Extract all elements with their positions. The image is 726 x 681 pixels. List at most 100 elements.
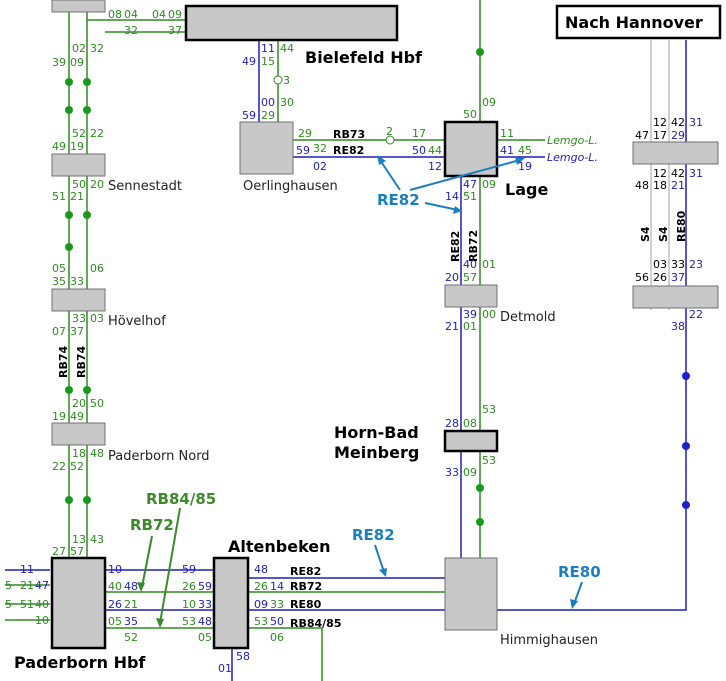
svg-text:33: 33 [671, 258, 685, 271]
svg-text:09: 09 [482, 96, 496, 109]
green-dots [65, 48, 484, 526]
hoevelhof-box[interactable] [51, 288, 106, 312]
svg-text:21: 21 [70, 190, 84, 203]
svg-text:09: 09 [254, 598, 268, 611]
svg-text:35: 35 [52, 275, 66, 288]
s4-label-2: S4 [657, 226, 670, 242]
svg-text:11: 11 [20, 563, 34, 576]
svg-text:5: 5 [5, 598, 12, 611]
svg-text:02: 02 [313, 160, 327, 173]
svg-text:04: 04 [124, 8, 138, 21]
svg-text:47: 47 [35, 579, 49, 592]
svg-text:22: 22 [52, 460, 66, 473]
svg-text:48: 48 [198, 615, 212, 628]
annotation-rb84-85: RB84/85 [146, 490, 216, 508]
svg-text:53: 53 [182, 615, 196, 628]
svg-text:01: 01 [218, 662, 232, 675]
svg-text:58: 58 [236, 650, 250, 663]
detmold-box[interactable] [444, 284, 498, 308]
nach-hannover-label: Nach Hannover [565, 13, 703, 32]
svg-text:39: 39 [52, 56, 66, 69]
rb84-line [105, 627, 323, 681]
svg-text:53: 53 [254, 615, 268, 628]
svg-text:19: 19 [52, 410, 66, 423]
svg-text:12: 12 [653, 167, 667, 180]
svg-text:48: 48 [90, 447, 104, 460]
svg-text:18: 18 [72, 447, 86, 460]
re82-label-top: RE82 [333, 144, 364, 157]
svg-text:17: 17 [412, 127, 426, 140]
svg-text:26: 26 [653, 271, 667, 284]
svg-text:45: 45 [518, 144, 532, 157]
svg-text:22: 22 [90, 127, 104, 140]
svg-text:53: 53 [482, 403, 496, 416]
svg-text:31: 31 [689, 167, 703, 180]
sennestadt-box[interactable] [51, 153, 106, 177]
himmighausen-box[interactable] [444, 557, 498, 631]
hannover-box-2[interactable] [632, 285, 719, 309]
lage-label: Lage [505, 180, 548, 199]
svg-text:14: 14 [445, 190, 459, 203]
svg-text:29: 29 [298, 127, 312, 140]
svg-text:13: 13 [72, 533, 86, 546]
svg-text:5: 5 [5, 579, 12, 592]
oerlinghausen-box[interactable] [239, 121, 294, 175]
svg-text:28: 28 [445, 417, 459, 430]
lage-box[interactable] [443, 120, 499, 178]
hannover-box-1[interactable] [632, 141, 719, 165]
svg-text:21: 21 [124, 598, 138, 611]
svg-text:10: 10 [35, 614, 49, 627]
svg-text:43: 43 [90, 533, 104, 546]
svg-text:33: 33 [445, 466, 459, 479]
re80-vertical-label: RE80 [675, 210, 688, 242]
svg-text:37: 37 [70, 325, 84, 338]
rb72-vertical-label: RB72 [467, 230, 480, 262]
bielefeld-box[interactable] [184, 4, 399, 42]
svg-text:33: 33 [198, 598, 212, 611]
nach-hannover-box[interactable] [555, 4, 722, 40]
oerlinghausen-label: Oerlinghausen [243, 179, 338, 194]
svg-text:26: 26 [182, 580, 196, 593]
svg-text:2: 2 [386, 125, 393, 138]
rb84-label-bottom: RB84/85 [290, 617, 342, 630]
svg-text:32: 32 [90, 42, 104, 55]
top-left-box[interactable] [51, 0, 106, 13]
svg-text:50: 50 [72, 178, 86, 191]
svg-text:42: 42 [671, 116, 685, 129]
svg-text:27: 27 [52, 545, 66, 558]
annotation-re82-bottom: RE82 [352, 526, 395, 544]
altenbeken-label: Altenbeken [228, 537, 331, 556]
paderborn-nord-box[interactable] [51, 422, 106, 446]
svg-text:44: 44 [428, 144, 442, 157]
svg-text:48: 48 [254, 563, 268, 576]
re82-vertical-label: RE82 [449, 231, 462, 262]
annotation-rb72: RB72 [130, 516, 174, 534]
svg-text:33: 33 [72, 312, 86, 325]
svg-text:40: 40 [35, 598, 49, 611]
svg-text:49: 49 [242, 55, 256, 68]
svg-text:33: 33 [70, 275, 84, 288]
svg-text:40: 40 [463, 258, 477, 271]
svg-text:57: 57 [70, 545, 84, 558]
svg-text:18: 18 [653, 179, 667, 192]
svg-text:12: 12 [428, 160, 442, 173]
altenbeken-box[interactable] [212, 556, 250, 650]
svg-text:32: 32 [313, 142, 327, 155]
svg-text:37: 37 [168, 24, 182, 37]
svg-text:52: 52 [124, 631, 138, 644]
svg-text:42: 42 [671, 167, 685, 180]
svg-text:47: 47 [635, 129, 649, 142]
svg-text:50: 50 [90, 397, 104, 410]
svg-text:59: 59 [198, 580, 212, 593]
svg-text:52: 52 [72, 127, 86, 140]
annotation-re80-bottom: RE80 [558, 563, 601, 581]
minute-labels: 08 04 04 09 32 37 02 32 39 09 52 22 49 1… [5, 8, 703, 675]
paderborn-nord-label: Paderborn Nord [108, 449, 210, 464]
svg-text:29: 29 [671, 129, 685, 142]
svg-text:09: 09 [463, 466, 477, 479]
paderborn-hbf-box[interactable] [50, 556, 107, 650]
horn-box[interactable] [443, 429, 499, 453]
paderborn-hbf-label: Paderborn Hbf [14, 653, 146, 672]
svg-text:11: 11 [261, 42, 275, 55]
